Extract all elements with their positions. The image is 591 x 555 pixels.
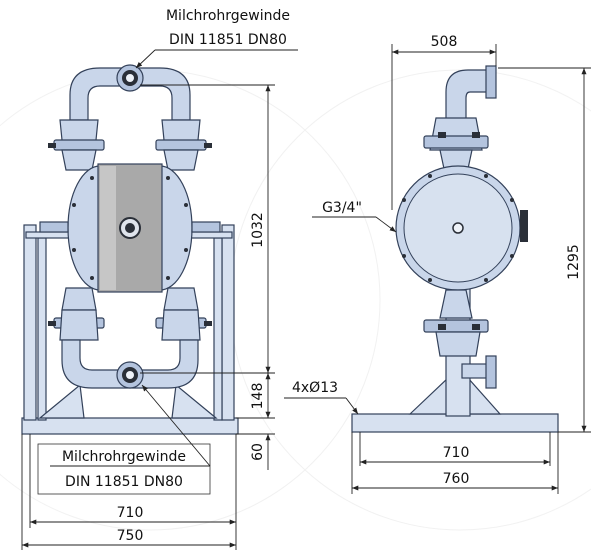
front-top-valves: [48, 119, 212, 171]
front-horizontal-dimensions: 710 750: [21, 434, 237, 550]
side-top-dimension: 508: [391, 34, 497, 210]
front-bottom-manifold: [61, 339, 199, 389]
dim-height-outlet: 148: [250, 383, 266, 410]
side-dim-width-inner: 710: [443, 445, 470, 461]
front-stand-frame: [21, 224, 239, 435]
side-dim-width-outer: 760: [443, 471, 470, 487]
side-height-dimension: 1295: [498, 67, 591, 433]
dim-width-outer: 750: [117, 528, 144, 544]
side-bottom-dimensions: 710 760: [351, 432, 559, 494]
dim-width-inner: 710: [117, 505, 144, 521]
front-chambers: [39, 163, 221, 293]
side-lower-valve: [423, 289, 489, 357]
front-bottom-connection-label: Milchrohrgewinde DIN 11851 DN80: [37, 384, 211, 495]
side-base-plate: [351, 413, 559, 433]
front-vertical-dimensions: 1032 148 60: [140, 84, 275, 470]
side-view: 508 G3/4" 4xØ13 1295: [284, 34, 591, 494]
front-top-manifold: [69, 64, 191, 121]
front-top-connection-label: Milchrohrgewinde DIN 11851 DN80: [135, 8, 298, 69]
dim-height-body: 1032: [250, 212, 266, 248]
side-bottom-inlet: [461, 355, 497, 389]
dim-height-base: 60: [250, 443, 266, 461]
bottom-label-line2: DIN 11851 DN80: [65, 474, 183, 490]
bottom-label-line1: Milchrohrgewinde: [62, 449, 186, 465]
front-bottom-valves: [48, 287, 212, 341]
air-connection-label: G3/4": [312, 200, 397, 233]
dim-width-top: 508: [431, 34, 458, 50]
air-connection-text: G3/4": [322, 200, 362, 216]
mounting-holes-text: 4xØ13: [292, 380, 338, 396]
side-diaphragm-disc: [395, 165, 528, 291]
front-view: Milchrohrgewinde DIN 11851 DN80 Milchroh…: [21, 8, 298, 550]
mounting-holes-label: 4xØ13: [284, 380, 359, 415]
top-label-line1: Milchrohrgewinde: [166, 8, 290, 24]
top-label-line2: DIN 11851 DN80: [169, 32, 287, 48]
dim-height-total: 1295: [566, 244, 582, 280]
